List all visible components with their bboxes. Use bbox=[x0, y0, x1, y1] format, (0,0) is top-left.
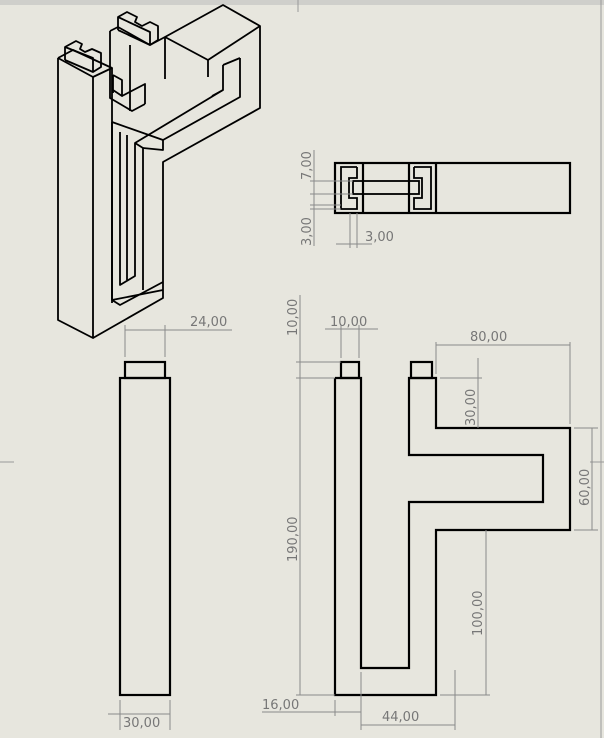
isometric-view bbox=[57, 4, 261, 339]
dim-left-width: 16,00 bbox=[262, 698, 299, 713]
dim-height: 190,00 bbox=[286, 517, 301, 563]
side-body-outline bbox=[118, 376, 172, 697]
dim-lip: 3,00 bbox=[365, 230, 394, 245]
dim-arm-offset: 30,00 bbox=[464, 389, 479, 426]
slot bbox=[352, 180, 420, 195]
dim-arm-length: 80,00 bbox=[470, 330, 507, 345]
dim-lower-height: 100,00 bbox=[471, 591, 486, 637]
top-view: 7,00 3,00 3,00 bbox=[300, 150, 572, 248]
dim-tab-width: 10,00 bbox=[330, 315, 367, 330]
left-bracket bbox=[340, 166, 358, 210]
dim-bottom-width: 30,00 bbox=[123, 716, 160, 731]
dim-top-width: 24,00 bbox=[190, 315, 227, 330]
front-outline bbox=[333, 376, 572, 697]
side-tab-outline bbox=[123, 360, 167, 380]
dim-arm-height: 60,00 bbox=[578, 469, 593, 506]
side-view: 24,00 30,00 bbox=[108, 315, 232, 731]
front-view: 10,00 10,00 80,00 30,00 60,00 190,00 100… bbox=[262, 295, 598, 730]
dim-wall: 3,00 bbox=[300, 217, 315, 246]
dim-inner-width: 44,00 bbox=[382, 710, 419, 725]
dim-slot-offset: 7,00 bbox=[300, 151, 315, 180]
dim-tab-height: 10,00 bbox=[286, 299, 301, 336]
front-left-tab bbox=[339, 360, 361, 380]
front-right-tab bbox=[409, 360, 434, 380]
right-bracket bbox=[413, 166, 432, 210]
sheet-top-band bbox=[0, 0, 604, 5]
top-outline bbox=[333, 161, 572, 215]
